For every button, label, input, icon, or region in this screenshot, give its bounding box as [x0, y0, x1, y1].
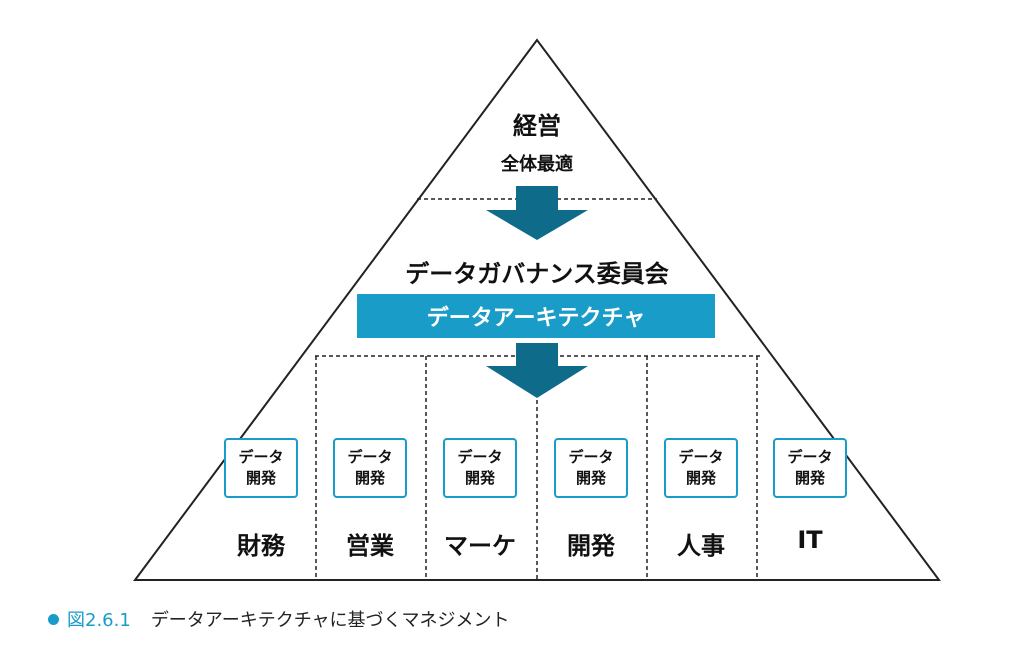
data-dev-line2: 開発 — [464, 469, 495, 487]
data-dev-line1: データ — [238, 448, 284, 466]
department-finance: 財務 — [237, 532, 285, 560]
architecture-label: データアーキテクチャ — [426, 306, 646, 331]
top-title: 経営 — [513, 112, 561, 140]
data-dev-box: データ 開発 — [224, 438, 298, 498]
caption-text: データアーキテクチャに基づくマネジメント — [150, 610, 510, 631]
department-separators — [315, 356, 758, 580]
down-arrow-top — [486, 186, 588, 240]
bullet-dot-icon — [48, 613, 59, 625]
data-dev-box: データ 開発 — [554, 438, 628, 498]
department-development: 開発 — [567, 532, 615, 560]
data-dev-line1: データ — [568, 448, 614, 466]
department-marketing: マーケ — [444, 532, 516, 560]
data-dev-line2: 開発 — [245, 469, 276, 487]
data-dev-line2: 開発 — [354, 469, 385, 487]
data-dev-line2: 開発 — [685, 469, 716, 487]
data-dev-line1: データ — [787, 448, 833, 466]
data-dev-line2: 開発 — [794, 469, 825, 487]
data-dev-line1: データ — [347, 448, 393, 466]
committee-label: データガバナンス委員会 — [405, 260, 669, 288]
department-sales: 営業 — [346, 532, 394, 560]
data-dev-box: データ 開発 — [333, 438, 407, 498]
data-dev-line2: 開発 — [575, 469, 606, 487]
figure-number: 図2.6.1 — [67, 610, 131, 631]
data-dev-box: データ 開発 — [443, 438, 517, 498]
pyramid-outline — [133, 38, 941, 581]
department-hr: 人事 — [677, 532, 725, 560]
figure-caption: 図2.6.1 データアーキテクチャに基づくマネジメント — [48, 606, 510, 632]
data-dev-line1: データ — [457, 448, 503, 466]
down-arrow-middle — [486, 343, 588, 398]
department-it: IT — [797, 526, 823, 554]
data-dev-box: データ 開発 — [773, 438, 847, 498]
architecture-bar: データアーキテクチャ — [357, 294, 715, 338]
data-dev-box: データ 開発 — [664, 438, 738, 498]
data-dev-line1: データ — [678, 448, 724, 466]
top-subtitle: 全体最適 — [501, 154, 573, 175]
